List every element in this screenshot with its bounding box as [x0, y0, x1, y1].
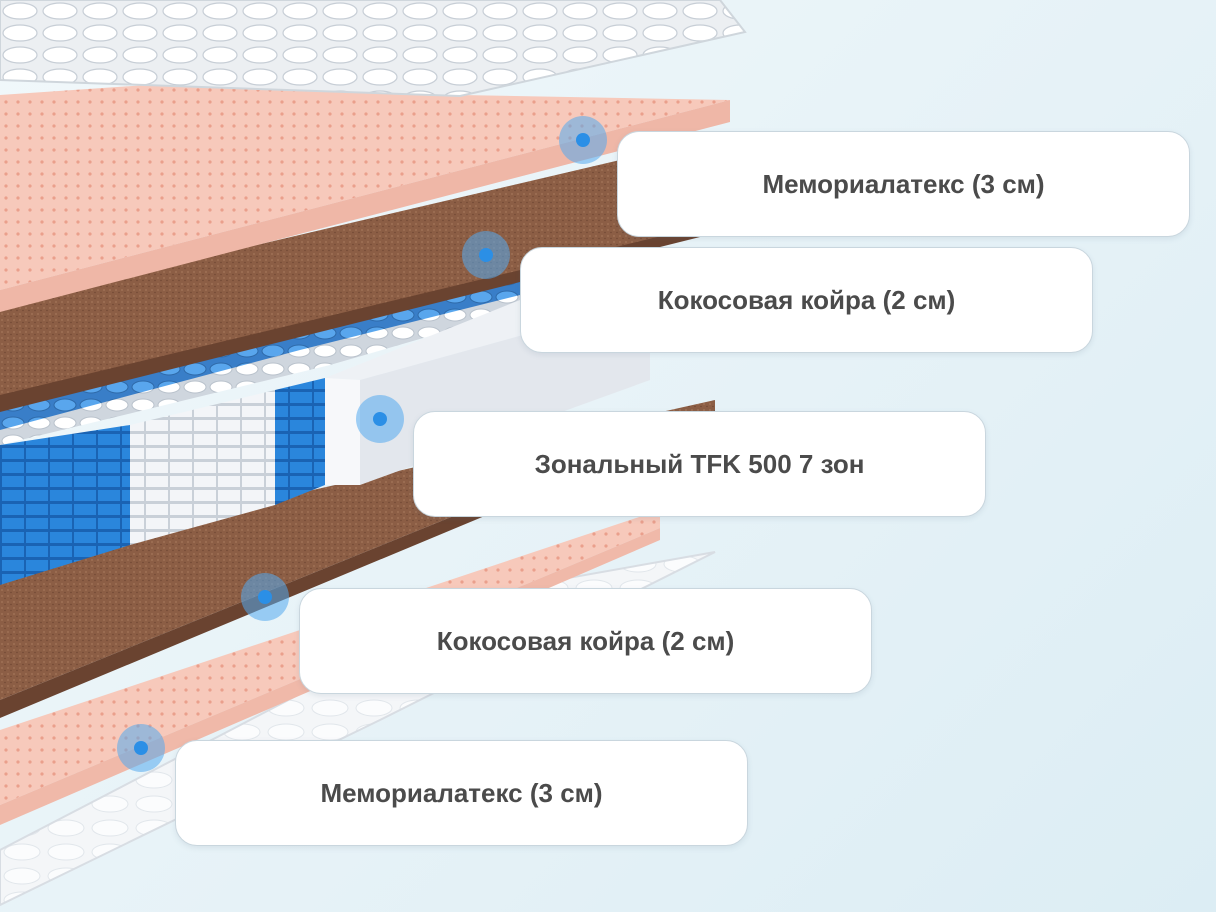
layer-label-3: Зональный TFK 500 7 зон: [534, 448, 865, 479]
layer-label-card-4: Кокосовая койра (2 см): [299, 588, 872, 694]
layer-marker-2[interactable]: [462, 231, 510, 279]
layer-label-4: Кокосовая койра (2 см): [436, 625, 735, 656]
layer-label-card-2: Кокосовая койра (2 см): [520, 247, 1093, 353]
layer-label-2: Кокосовая койра (2 см): [657, 284, 956, 315]
layer-label-card-3: Зональный TFK 500 7 зон: [413, 411, 986, 517]
layer-marker-5[interactable]: [117, 724, 165, 772]
layer-label-card-1: Мемориалатекс (3 см): [617, 131, 1190, 237]
layer-marker-4[interactable]: [241, 573, 289, 621]
layer-label-1: Мемориалатекс (3 см): [762, 168, 1045, 199]
layer-marker-3[interactable]: [356, 395, 404, 443]
layer-label-card-5: Мемориалатекс (3 см): [175, 740, 748, 846]
layer-label-5: Мемориалатекс (3 см): [320, 777, 603, 808]
layer-marker-1[interactable]: [559, 116, 607, 164]
